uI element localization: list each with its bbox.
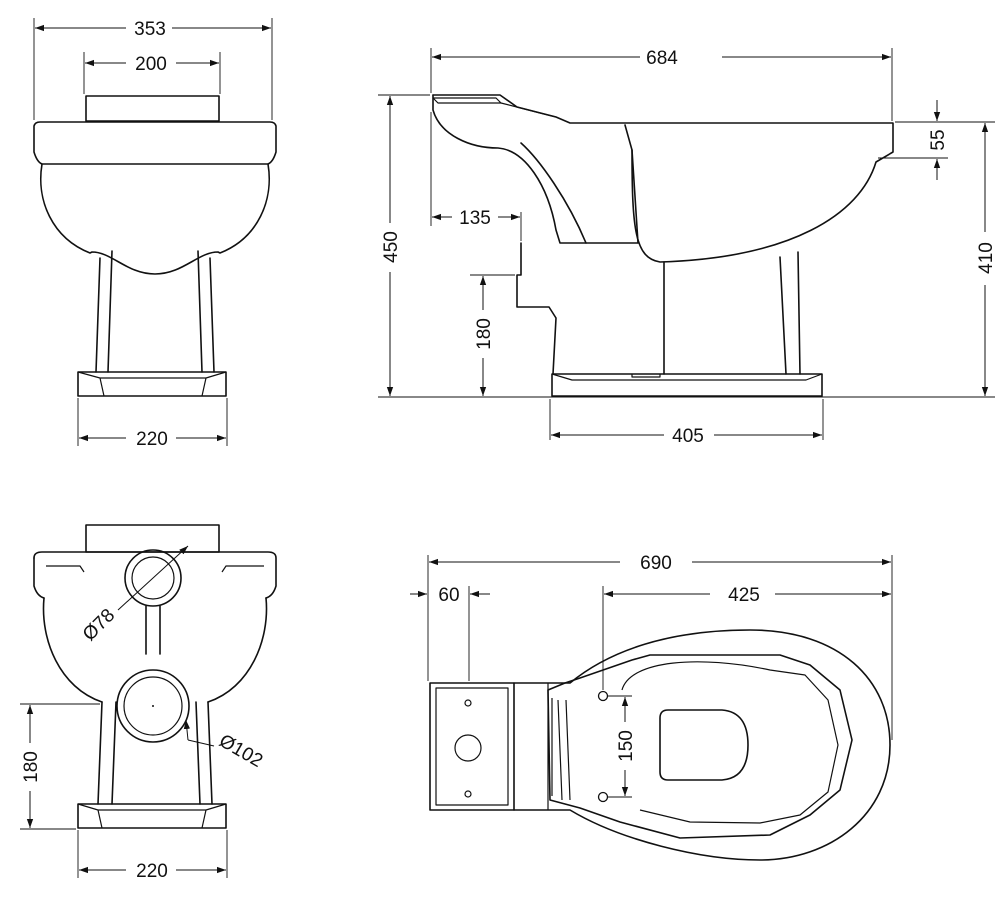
side-inlet-setback-label: 135 [459,208,491,229]
plan-view-dimensions: 690 60 425 150 [410,553,893,798]
side-outlet-height-label: 180 [474,318,495,350]
plan-fixing-centres-label: 150 [616,730,637,762]
rear-inlet-diameter-label: Ø78 [79,605,119,645]
rear-outlet-diameter-label: Ø102 [215,731,266,772]
rear-view-outline [33,524,277,829]
side-view: 684 450 55 410 135 180 405 [378,48,997,447]
rear-outlet-height-label: 180 [21,751,42,783]
side-height-overall-label: 450 [381,231,402,263]
side-rim-thickness-label: 55 [928,129,949,150]
rear-view: Ø78 Ø102 180 220 [20,524,277,882]
plan-bowl-length-label: 425 [728,585,760,606]
front-view: 353 200 220 [33,18,277,450]
side-rim-height-label: 410 [976,242,997,274]
plan-view: 690 60 425 150 [410,553,893,861]
front-view-dimensions: 353 200 220 [33,18,273,450]
front-foot-width-label: 220 [136,429,168,450]
fixing-hole-bottom [597,791,609,803]
side-view-outline [432,94,894,397]
front-cistern-width-label: 200 [135,54,167,75]
side-length-overall-label: 684 [646,48,678,69]
plan-cistern-depth-label: 60 [438,585,459,606]
fixing-hole-top [597,690,609,702]
side-foot-length-label: 405 [672,426,704,447]
rear-foot-width-label: 220 [136,861,168,882]
side-view-dimensions: 684 450 55 410 135 180 405 [378,48,997,447]
plan-view-outline [429,629,891,861]
front-width-overall-label: 353 [134,19,166,40]
plan-length-overall-label: 690 [640,553,672,574]
front-view-outline [33,95,277,397]
